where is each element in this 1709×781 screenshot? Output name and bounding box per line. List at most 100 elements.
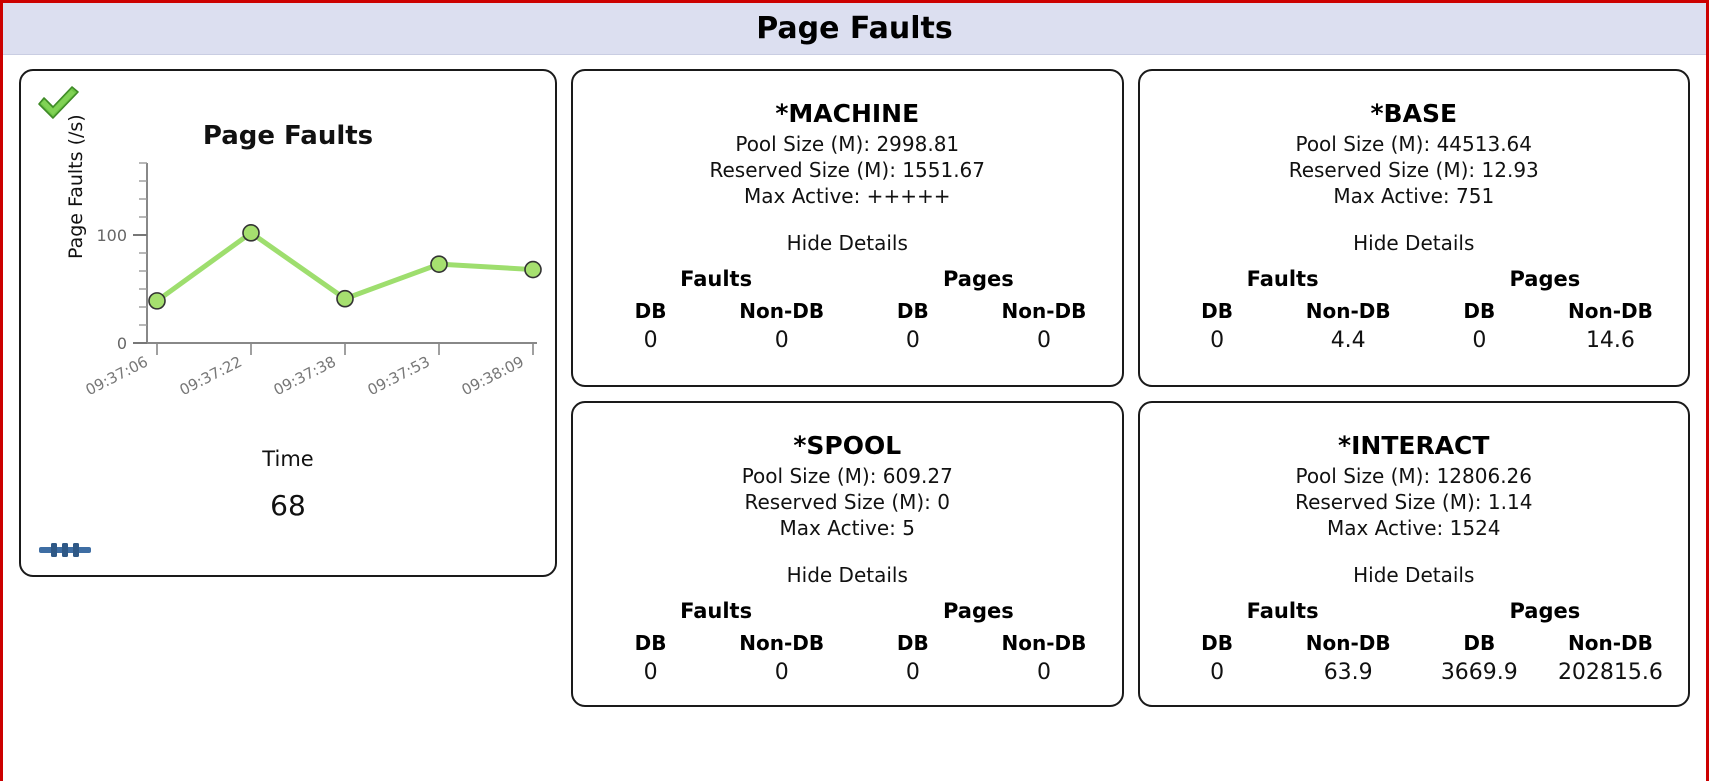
value-faults-nondb: 0 bbox=[774, 328, 789, 354]
data-point-0[interactable] bbox=[148, 292, 166, 310]
sub-header-row: DB Non-DB DB Non-DB bbox=[1152, 631, 1677, 660]
value-faults-db: 0 bbox=[643, 660, 658, 686]
pool-panels-grid: *MACHINE Pool Size (M): 2998.81 Reserved… bbox=[571, 69, 1690, 774]
data-point-1[interactable] bbox=[242, 224, 260, 242]
line-chart-svg: 100 0 09:37:06 09:37:22 bbox=[83, 162, 542, 400]
value-row: 0 4.4 0 14.6 bbox=[1152, 328, 1677, 353]
x-tick-label-4: 09:38:09 bbox=[459, 353, 527, 400]
group-header-pages: Pages bbox=[942, 599, 1014, 624]
group-header-faults: Faults bbox=[680, 599, 753, 624]
x-tick-label-1: 09:37:22 bbox=[177, 353, 245, 400]
sub-header-pages-nondb: Non-DB bbox=[1568, 631, 1653, 656]
sub-header-pages-nondb: Non-DB bbox=[1001, 299, 1087, 324]
value-pages-nondb: 0 bbox=[1036, 660, 1051, 686]
y-tick-label-100: 100 bbox=[96, 226, 127, 245]
hide-details-link[interactable]: Hide Details bbox=[786, 563, 908, 588]
group-header-pages: Pages bbox=[1509, 267, 1581, 292]
sub-header-pages-db: DB bbox=[1463, 299, 1496, 324]
group-header-row: Faults Pages bbox=[585, 267, 1110, 291]
data-point-3[interactable] bbox=[430, 255, 448, 273]
reserved-size: Reserved Size (M): 1551.67 bbox=[709, 157, 986, 182]
group-header-row: Faults Pages bbox=[1152, 599, 1677, 623]
group-header-row: Faults Pages bbox=[1152, 267, 1677, 291]
sub-header-pages-db: DB bbox=[896, 299, 929, 324]
value-row: 0 63.9 3669.9 202815.6 bbox=[1152, 660, 1677, 685]
y-major-ticks bbox=[133, 234, 147, 344]
pool-panel-interact[interactable]: *INTERACT Pool Size (M): 12806.26 Reserv… bbox=[1137, 401, 1690, 707]
sub-header-pages-nondb: Non-DB bbox=[1568, 299, 1653, 324]
pool-panel-machine[interactable]: *MACHINE Pool Size (M): 2998.81 Reserved… bbox=[571, 69, 1124, 387]
value-faults-db: 0 bbox=[643, 328, 658, 354]
group-header-pages: Pages bbox=[1509, 599, 1581, 624]
value-faults-db: 0 bbox=[1210, 328, 1225, 354]
pool-name: *MACHINE bbox=[775, 99, 920, 128]
group-header-faults: Faults bbox=[680, 267, 753, 292]
sub-header-faults-db: DB bbox=[1201, 299, 1233, 324]
x-tick-label-0: 09:37:06 bbox=[83, 353, 151, 400]
pool-panel-spool[interactable]: *SPOOL Pool Size (M): 609.27 Reserved Si… bbox=[571, 401, 1124, 707]
value-pages-nondb: 0 bbox=[1036, 328, 1051, 354]
value-pages-db: 0 bbox=[905, 660, 920, 686]
pool-name: *BASE bbox=[1370, 99, 1458, 128]
sub-header-pages-db: DB bbox=[1463, 631, 1496, 656]
pool-size: Pool Size (M): 609.27 bbox=[741, 464, 953, 488]
x-ticks bbox=[156, 343, 534, 355]
pool-size: Pool Size (M): 44513.64 bbox=[1295, 132, 1533, 156]
group-header-pages: Pages bbox=[942, 267, 1014, 292]
group-header-faults: Faults bbox=[1246, 599, 1319, 624]
y-tick-label-0: 0 bbox=[117, 334, 127, 353]
chart-column: Page Faults Page Faults (/s) bbox=[19, 69, 557, 774]
sub-header-faults-nondb: Non-DB bbox=[1305, 631, 1391, 656]
value-pages-db: 0 bbox=[1472, 328, 1487, 354]
sub-header-row: DB Non-DB DB Non-DB bbox=[585, 631, 1110, 660]
group-header-row: Faults Pages bbox=[585, 599, 1110, 623]
value-row: 0 0 0 0 bbox=[585, 328, 1110, 353]
y-minor-ticks bbox=[139, 162, 147, 326]
reserved-size: Reserved Size (M): 1.14 bbox=[1295, 489, 1533, 514]
reserved-size: Reserved Size (M): 0 bbox=[744, 489, 951, 514]
drag-handle-icon[interactable] bbox=[39, 541, 91, 559]
current-value: 68 bbox=[270, 489, 306, 522]
pool-name: *SPOOL bbox=[793, 431, 902, 460]
window-header: Page Faults bbox=[3, 3, 1706, 55]
sub-header-faults-nondb: Non-DB bbox=[739, 299, 825, 324]
chart-title: Page Faults bbox=[202, 121, 374, 151]
chart-plot-area: Page Faults (/s) bbox=[29, 114, 547, 445]
pool-panel-base[interactable]: *BASE Pool Size (M): 44513.64 Reserved S… bbox=[1137, 69, 1690, 387]
value-pages-db: 0 bbox=[905, 328, 920, 354]
page-faults-chart-panel[interactable]: Page Faults Page Faults (/s) bbox=[19, 69, 557, 577]
hide-details-link[interactable]: Hide Details bbox=[786, 231, 908, 256]
value-faults-db: 0 bbox=[1210, 660, 1225, 686]
hide-details-link[interactable]: Hide Details bbox=[1353, 563, 1475, 588]
pool-size: Pool Size (M): 2998.81 bbox=[735, 132, 960, 156]
data-point-2[interactable] bbox=[336, 289, 354, 308]
value-faults-nondb: 63.9 bbox=[1323, 660, 1373, 686]
sub-header-row: DB Non-DB DB Non-DB bbox=[585, 299, 1110, 328]
reserved-size: Reserved Size (M): 12.93 bbox=[1288, 157, 1539, 182]
page-title: Page Faults bbox=[756, 11, 953, 46]
sub-header-row: DB Non-DB DB Non-DB bbox=[1152, 299, 1677, 328]
max-active: Max Active: 1524 bbox=[1326, 515, 1501, 540]
sub-header-faults-nondb: Non-DB bbox=[739, 631, 825, 656]
hide-details-link[interactable]: Hide Details bbox=[1353, 231, 1475, 256]
data-point-4[interactable] bbox=[524, 260, 542, 279]
sub-header-faults-db: DB bbox=[1201, 631, 1233, 656]
max-active: Max Active: 751 bbox=[1333, 183, 1495, 208]
value-pages-nondb: 14.6 bbox=[1585, 328, 1635, 354]
series-markers bbox=[148, 224, 542, 310]
chart-x-axis-label: Time bbox=[262, 447, 314, 471]
value-pages-db: 3669.9 bbox=[1440, 660, 1518, 686]
pool-size: Pool Size (M): 12806.26 bbox=[1295, 464, 1533, 488]
value-row: 0 0 0 0 bbox=[585, 660, 1110, 685]
group-header-faults: Faults bbox=[1246, 267, 1319, 292]
pool-name: *INTERACT bbox=[1338, 431, 1490, 460]
green-check-icon[interactable] bbox=[35, 83, 81, 123]
sub-header-faults-db: DB bbox=[634, 299, 667, 324]
dashboard-body: Page Faults Page Faults (/s) bbox=[3, 55, 1706, 781]
sub-header-pages-db: DB bbox=[896, 631, 929, 656]
sub-header-pages-nondb: Non-DB bbox=[1001, 631, 1087, 656]
max-active: Max Active: +++++ bbox=[744, 183, 951, 208]
value-pages-nondb: 202815.6 bbox=[1557, 660, 1663, 686]
sub-header-faults-db: DB bbox=[634, 631, 667, 656]
